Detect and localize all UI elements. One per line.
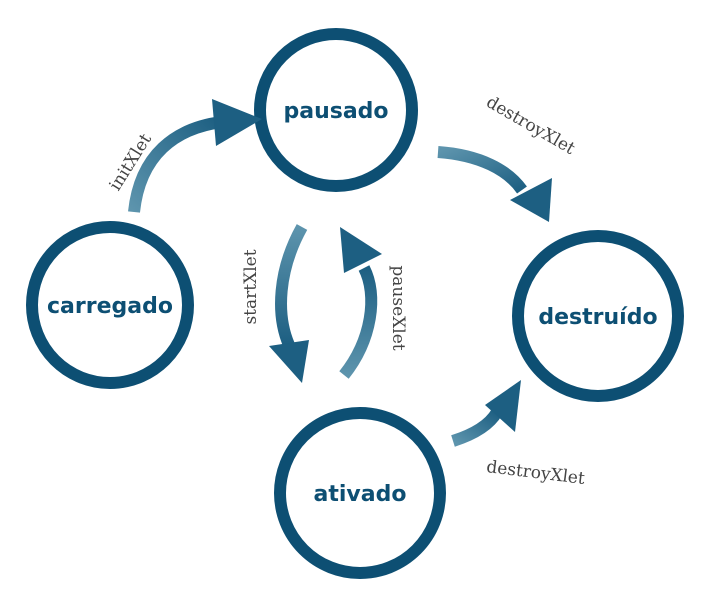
state-ativado-label: ativado xyxy=(314,482,407,507)
arrow-pause: pauseXlet xyxy=(339,227,408,379)
arrow-start: startXlet xyxy=(241,224,309,383)
edge-label-destroy-paused: destroyXlet xyxy=(483,92,579,159)
state-destruido-circle xyxy=(512,230,684,402)
state-pausado-label: pausado xyxy=(283,99,388,124)
edge-label-pause: pauseXlet xyxy=(388,265,408,350)
state-pausado: pausado xyxy=(254,28,418,192)
arrow-start-shaft xyxy=(275,224,308,348)
state-carregado-label: carregado xyxy=(47,294,173,319)
arrow-init-head xyxy=(212,99,262,146)
arrow-init-shaft xyxy=(128,116,223,213)
arrow-destroy-paused-head xyxy=(510,178,552,222)
edge-label-start: startXlet xyxy=(241,249,261,324)
state-carregado: carregado xyxy=(26,221,194,389)
arrow-init: initXlet xyxy=(106,99,262,213)
arrow-destroy-from-active: destroyXlet xyxy=(451,380,586,489)
arrow-start-head xyxy=(269,340,309,383)
state-destruido: destruído xyxy=(512,230,684,402)
arrow-destroy-active-head xyxy=(485,380,521,432)
arrow-destroy-paused-shaft xyxy=(437,146,527,194)
state-pausado-circle xyxy=(254,28,418,192)
arrow-pause-shaft xyxy=(339,265,378,379)
arrow-pause-head xyxy=(340,227,382,273)
arrow-destroy-from-paused: destroyXlet xyxy=(437,92,579,222)
state-ativado: ativado xyxy=(274,407,446,579)
state-ativado-circle xyxy=(274,407,446,579)
arrow-destroy-active-shaft xyxy=(451,408,503,447)
state-carregado-circle xyxy=(26,221,194,389)
state-destruido-label: destruído xyxy=(538,305,657,330)
edge-label-destroy-active: destroyXlet xyxy=(485,457,586,489)
